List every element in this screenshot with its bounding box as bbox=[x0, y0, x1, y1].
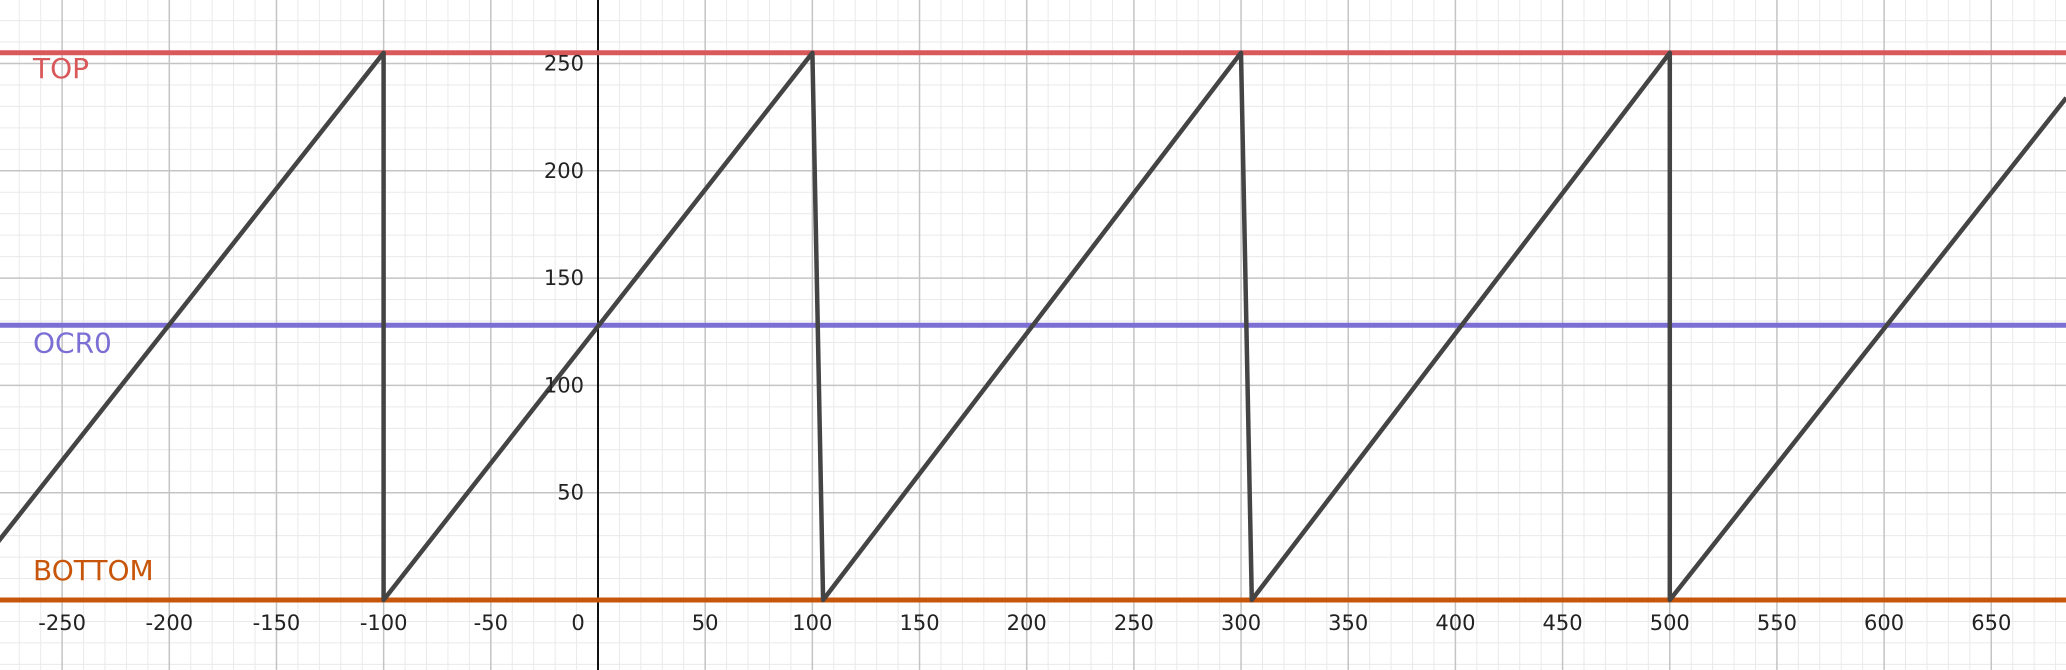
x-tick-label: -100 bbox=[360, 611, 408, 635]
x-tick-label: -150 bbox=[253, 611, 301, 635]
x-tick-label: 100 bbox=[792, 611, 832, 635]
x-tick-label: 600 bbox=[1864, 611, 1904, 635]
x-tick-label: 650 bbox=[1971, 611, 2011, 635]
x-tick-label: 250 bbox=[1114, 611, 1154, 635]
x-tick-label: 200 bbox=[1007, 611, 1047, 635]
series-line-0 bbox=[0, 50, 2066, 603]
x-tick-label: 150 bbox=[899, 611, 939, 635]
y-tick-label: 100 bbox=[544, 373, 584, 397]
x-tick-label: -250 bbox=[38, 611, 86, 635]
y-tick-label: 150 bbox=[544, 266, 584, 290]
x-tick-label: 400 bbox=[1435, 611, 1475, 635]
x-tick-label: 450 bbox=[1543, 611, 1583, 635]
tick-labels: -250 -200 -150 -100 -50 0 50 100 150 200 250 300 350… bbox=[38, 52, 2011, 636]
x-tick-label: 550 bbox=[1757, 611, 1797, 635]
label-ocr0: OCR0 bbox=[33, 326, 112, 359]
y-tick-label: 50 bbox=[557, 481, 584, 505]
label-top: TOP bbox=[32, 52, 89, 85]
x-tick-label: -50 bbox=[474, 611, 508, 635]
label-bottom: BOTTOM bbox=[33, 554, 154, 587]
x-tick-label: 0 bbox=[571, 611, 584, 635]
x-tick-label: 500 bbox=[1650, 611, 1690, 635]
x-tick-label: 50 bbox=[692, 611, 719, 635]
y-tick-label: 200 bbox=[544, 159, 584, 183]
x-tick-label: -200 bbox=[145, 611, 193, 635]
x-tick-label: 300 bbox=[1221, 611, 1261, 635]
y-tick-label: 250 bbox=[544, 52, 584, 76]
series-group bbox=[0, 50, 2066, 603]
x-tick-label: 350 bbox=[1328, 611, 1368, 635]
